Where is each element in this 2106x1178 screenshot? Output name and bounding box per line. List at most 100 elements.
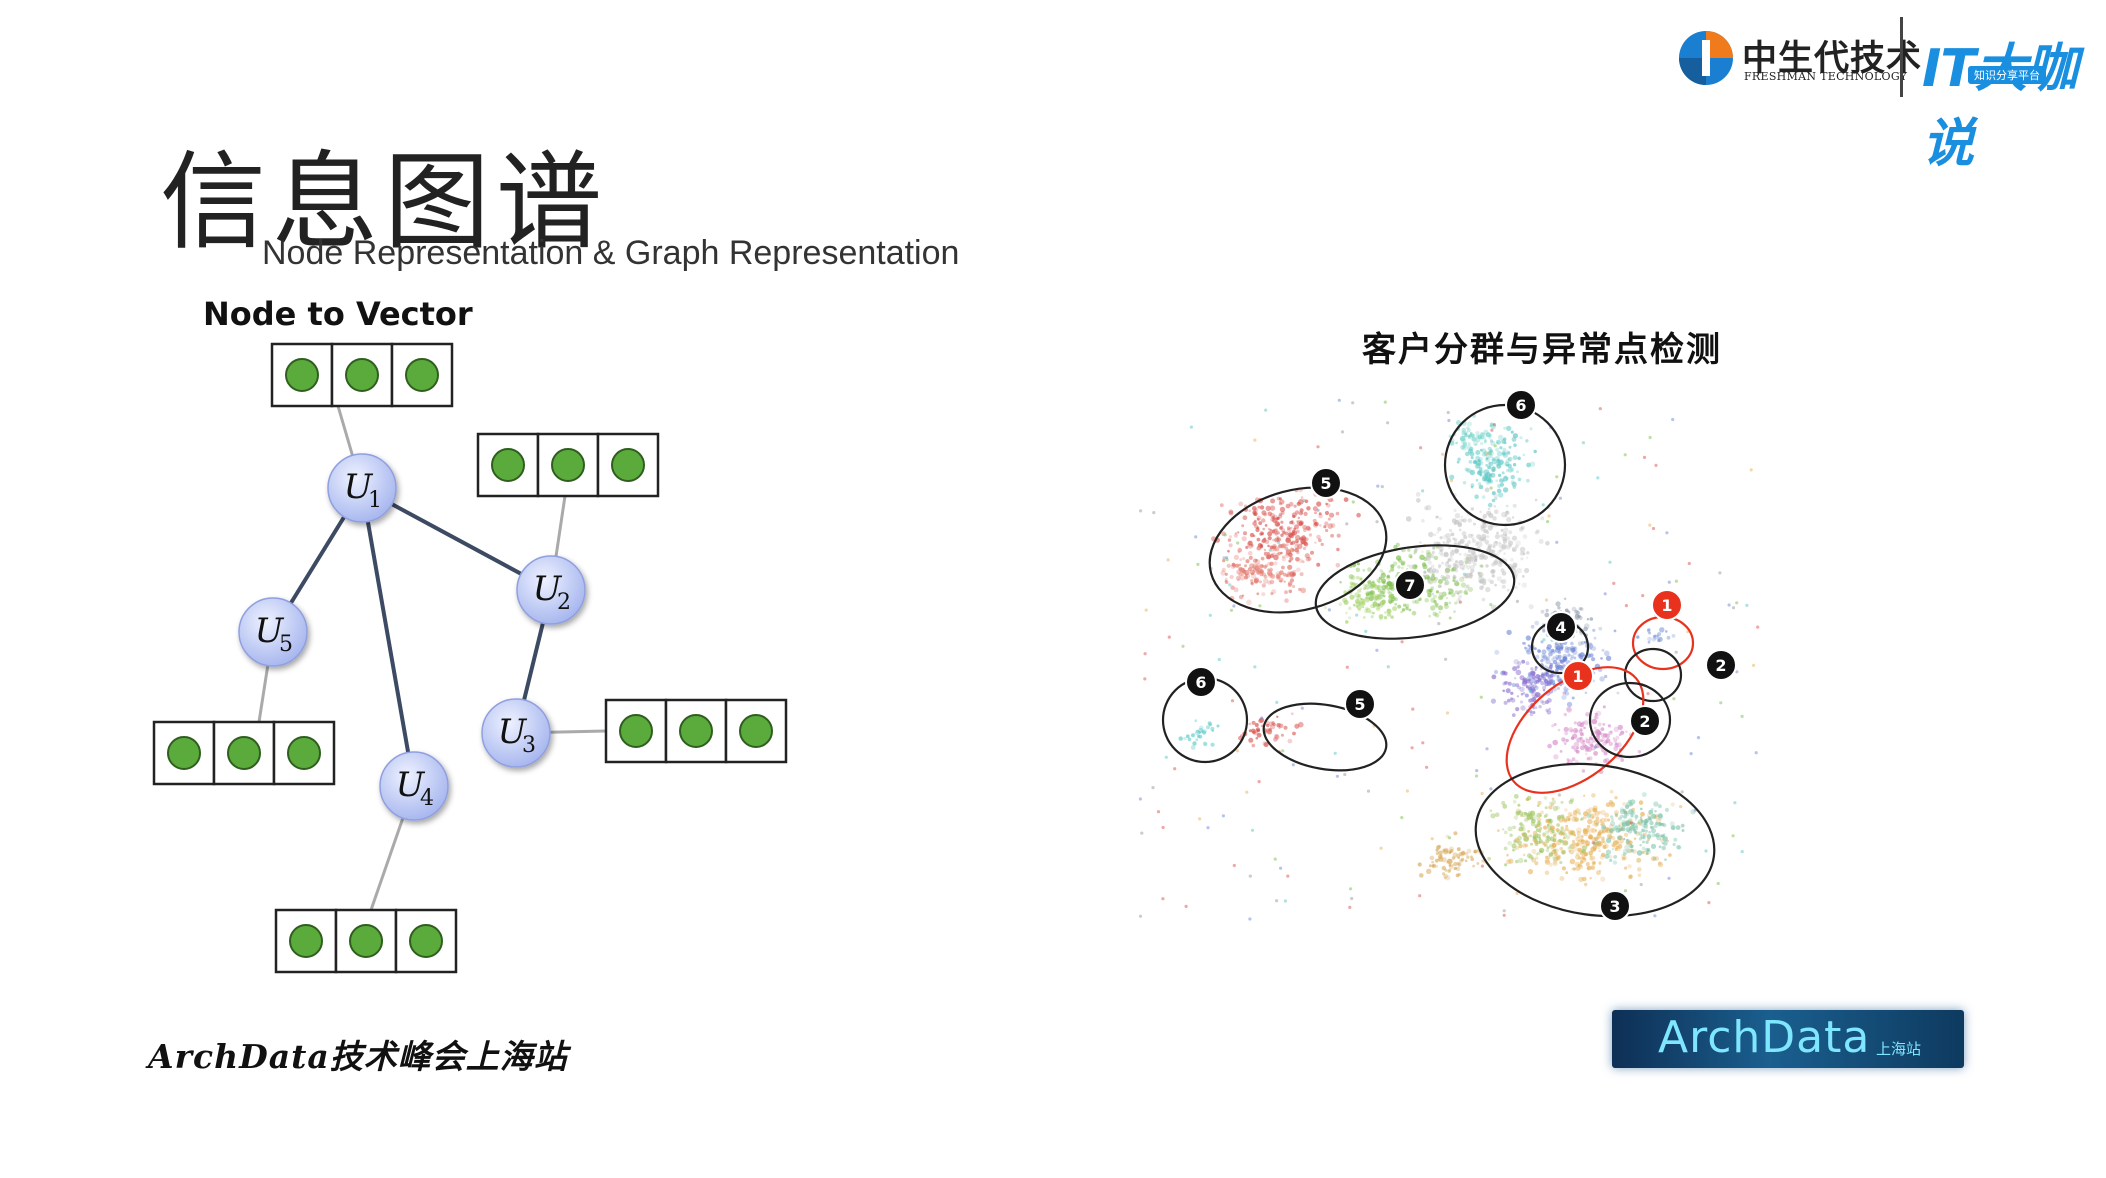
scatter-point xyxy=(1502,828,1504,830)
scatter-point xyxy=(1557,606,1560,609)
scatter-point xyxy=(1336,563,1341,568)
scatter-point xyxy=(1477,862,1480,865)
scatter-point xyxy=(1640,808,1643,811)
scatter-point xyxy=(1615,828,1620,833)
scatter-point xyxy=(1638,874,1641,877)
scatter-point xyxy=(1643,456,1646,459)
scatter-point xyxy=(1465,852,1469,856)
scatter-point xyxy=(1435,569,1439,573)
scatter-point xyxy=(1622,857,1626,861)
scatter-point xyxy=(1542,503,1545,506)
scatter-point xyxy=(1501,529,1504,532)
scatter-point xyxy=(1486,456,1489,459)
scatter-point xyxy=(1620,758,1624,762)
node-subscript: 1 xyxy=(368,488,382,513)
scatter-point xyxy=(1562,866,1566,870)
scatter-point xyxy=(1460,852,1465,857)
scatter-point xyxy=(1585,753,1588,756)
scatter-point xyxy=(1439,592,1443,596)
scatter-point xyxy=(1672,634,1676,638)
scatter-point xyxy=(1637,867,1642,872)
scatter-point xyxy=(1515,860,1519,864)
scatter-point xyxy=(1647,834,1652,839)
scatter-point xyxy=(1659,845,1662,848)
scatter-point xyxy=(1384,611,1387,614)
scatter-point xyxy=(1575,862,1580,867)
scatter-point xyxy=(1528,869,1533,874)
scatter-point xyxy=(1457,461,1460,464)
scatter-point xyxy=(1225,573,1228,576)
scatter-point xyxy=(1581,839,1584,842)
scatter-point xyxy=(1498,492,1503,497)
scatter-point xyxy=(1576,737,1581,742)
scatter-point xyxy=(1704,849,1707,852)
vector-box-u5 xyxy=(154,722,334,784)
scatter-point xyxy=(1459,601,1462,604)
vector-dot xyxy=(346,359,378,391)
scatter-point xyxy=(1239,558,1242,561)
scatter-point xyxy=(1504,701,1508,705)
scatter-point xyxy=(1490,813,1495,818)
scatter-point xyxy=(1658,804,1662,808)
scatter-point xyxy=(1640,812,1645,817)
scatter-point xyxy=(1432,546,1435,549)
scatter-point xyxy=(1276,716,1278,718)
scatter-point xyxy=(1625,604,1628,607)
scatter-point xyxy=(1437,622,1440,625)
scatter-point xyxy=(1592,823,1595,826)
scatter-point xyxy=(1370,604,1374,608)
scatter-point xyxy=(1379,614,1384,619)
scatter-point xyxy=(1631,811,1635,815)
scatter-point xyxy=(1503,487,1508,492)
scatter-point xyxy=(1358,577,1363,582)
scatter-point xyxy=(1192,741,1196,745)
scatter-point xyxy=(1451,593,1456,598)
scatter-point xyxy=(1555,655,1559,659)
scatter-point xyxy=(1646,692,1649,695)
marker-label: 2 xyxy=(1639,712,1650,731)
scatter-point xyxy=(1718,571,1721,574)
scatter-point xyxy=(1544,671,1548,675)
scatter-point xyxy=(1277,531,1280,534)
scatter-point xyxy=(1481,538,1484,541)
scatter-point xyxy=(1463,573,1466,576)
scatter-point xyxy=(1139,915,1142,918)
scatter-point xyxy=(1279,867,1282,870)
scatter-point xyxy=(1289,590,1293,594)
scatter-point xyxy=(1562,816,1565,819)
scatter-point xyxy=(1258,521,1262,525)
scatter-point xyxy=(1249,556,1253,560)
scatter-point xyxy=(1240,734,1243,737)
scatter-point xyxy=(1470,857,1474,861)
scatter-point xyxy=(1376,485,1379,488)
scatter-point xyxy=(1497,829,1500,832)
scatter-point xyxy=(1363,616,1366,619)
scatter-point xyxy=(1561,850,1566,855)
scatter-point xyxy=(1545,871,1550,876)
scatter-point xyxy=(1510,467,1515,472)
scatter-point xyxy=(1542,629,1545,632)
scatter-point xyxy=(1253,568,1258,573)
scatter-point xyxy=(1191,745,1196,750)
scatter-point xyxy=(1194,535,1197,538)
scatter-point xyxy=(1512,482,1517,487)
scatter-point xyxy=(1402,608,1405,611)
scatter-point xyxy=(1456,874,1460,878)
scatter-point xyxy=(1568,654,1571,657)
scatter-point xyxy=(1394,597,1398,601)
scatter-point xyxy=(1480,449,1483,452)
scatter-point xyxy=(1489,603,1492,606)
scatter-point xyxy=(1518,478,1522,482)
scatter-point xyxy=(1541,674,1545,678)
scatter-point xyxy=(1512,847,1516,851)
scatter-point xyxy=(1524,568,1529,573)
scatter-point xyxy=(1609,859,1612,862)
scatter-point xyxy=(1323,525,1326,528)
scatter-point xyxy=(1658,813,1663,818)
scatter-point xyxy=(1242,536,1247,541)
scatter-point xyxy=(1430,554,1434,558)
scatter-point xyxy=(1535,826,1538,829)
scatter-point xyxy=(1260,505,1264,509)
scatter-point xyxy=(1547,825,1552,830)
scatter-point xyxy=(1161,897,1164,900)
